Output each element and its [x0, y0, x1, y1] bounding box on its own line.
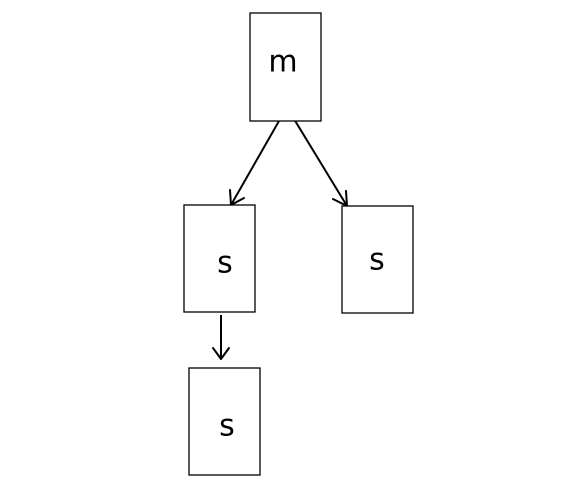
- node-right-label: s: [369, 243, 385, 278]
- edge-root-to-left: [229, 120, 280, 206]
- edge-left-to-bottom: [212, 315, 230, 360]
- node-left-label: s: [217, 246, 233, 281]
- edge-root-to-right: [293, 118, 348, 207]
- node-right: s: [341, 205, 414, 314]
- node-bottom: s: [188, 367, 261, 476]
- node-root: m: [249, 12, 322, 122]
- node-left: s: [183, 204, 256, 313]
- node-root-label: m: [268, 45, 297, 80]
- node-bottom-label: s: [219, 409, 235, 444]
